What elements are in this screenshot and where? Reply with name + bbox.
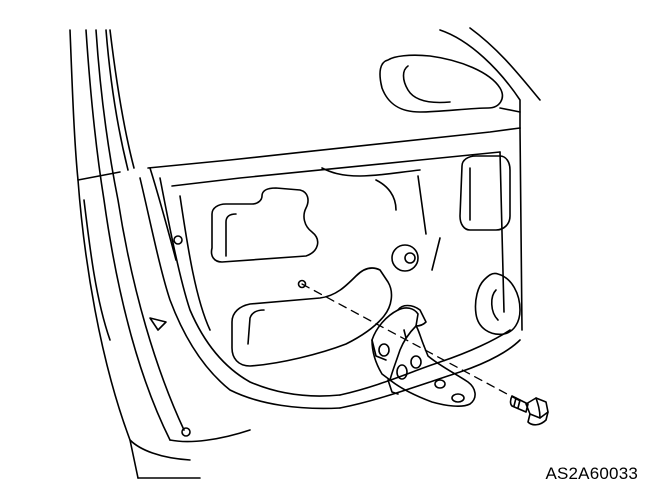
alignment-line [302,284,522,402]
mirror-mount [380,28,540,128]
mounting-bolt [511,396,549,425]
panel-holes [150,236,418,436]
service-openings [211,168,440,366]
figure-code: AS2A60033 [545,464,638,483]
inner-door-panel [140,128,522,408]
hinge-bracket [372,306,475,407]
lower-right-opening [475,273,520,334]
door-frame [70,30,250,478]
upper-right-opening [460,156,510,230]
